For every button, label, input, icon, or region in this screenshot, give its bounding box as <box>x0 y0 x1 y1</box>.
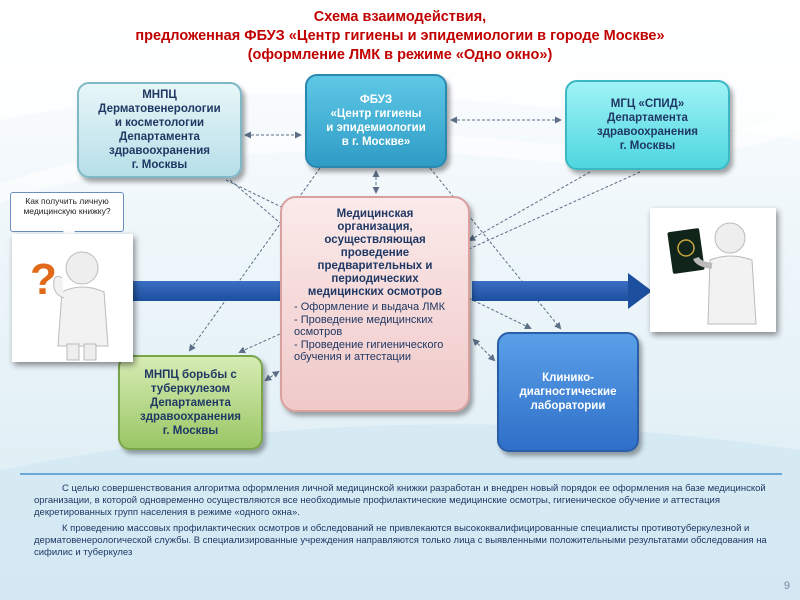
slide-title: Схема взаимодействия, предложенная ФБУЗ … <box>0 8 800 65</box>
person-with-book-image <box>650 208 776 332</box>
mgc-line: Департамента <box>607 112 688 124</box>
thinking-person-icon: ? <box>30 251 109 361</box>
mnpc-line: Департамента <box>119 131 200 143</box>
mnpc-line: здравоохранения <box>108 145 210 157</box>
svg-text:?: ? <box>30 255 57 304</box>
mgc-line: здравоохранения <box>596 126 698 138</box>
fbuz-line: в г. Москве» <box>341 136 411 148</box>
tb-line: г. Москвы <box>162 424 219 437</box>
title-line-2: предложенная ФБУЗ «Центр гигиены и эпиде… <box>135 28 665 44</box>
task-item: - Проведение медицинских осмотров <box>294 313 433 339</box>
box-fbuz: ФБУЗ «Центр гигиены и эпидемиологии в г.… <box>305 74 447 168</box>
med-title-line: Медицинская <box>336 208 414 220</box>
bottom-text-panel: С целью совершенствования алгоритма офор… <box>20 473 782 570</box>
person-question-image: ? <box>12 234 133 362</box>
person-book-icon <box>667 222 757 325</box>
tb-line: здравоохранения <box>139 410 241 423</box>
med-title-line: предварительных и <box>317 260 433 272</box>
med-title-line: периодических <box>331 273 419 285</box>
task-item: - Оформление и выдача ЛМК <box>294 301 445 313</box>
mgc-line: г. Москвы <box>619 140 676 152</box>
tb-line: туберкулезом <box>150 382 231 395</box>
title-line-3: (оформление ЛМК в режиме «Одно окно») <box>247 47 553 63</box>
paragraph-1: С целью совершенствования алгоритма офор… <box>34 483 766 518</box>
box-clinical-labs: Клинико- диагностические лаборатории <box>497 332 639 452</box>
flow-arrow-right-head <box>628 273 652 309</box>
tb-line: МНПЦ борьбы с <box>144 368 237 381</box>
fbuz-line: «Центр гигиены <box>330 108 422 120</box>
med-title-line: организация, <box>337 221 413 233</box>
medical-organization-title: Медицинская организация, осуществляющая … <box>282 208 468 299</box>
med-title-line: осуществляющая <box>324 234 426 246</box>
mnpc-line: Дерматовенерологии <box>98 103 221 115</box>
box-mnpc-dermatovenerology: МНПЦ Дерматовенерологии и косметологии Д… <box>77 82 242 178</box>
page-number: 9 <box>783 580 790 592</box>
title-line-1: Схема взаимодействия, <box>313 9 487 25</box>
fbuz-line: и эпидемиологии <box>326 122 426 134</box>
mnpc-line: г. Москвы <box>131 159 188 171</box>
med-title-line: медицинских осмотров <box>307 286 443 298</box>
fbuz-line: ФБУЗ <box>359 94 393 106</box>
question-bubble: Как получить личную медицинскую книжку? <box>10 192 124 240</box>
paragraph-2: К проведению массовых профилактических о… <box>34 523 767 558</box>
med-title-line: проведение <box>340 247 410 259</box>
mnpc-line: и косметологии <box>114 117 205 129</box>
tb-line: Департамента <box>150 396 231 409</box>
lab-line: лаборатории <box>530 400 606 412</box>
flow-arrow-right-shaft <box>472 281 632 301</box>
mnpc-line: МНПЦ <box>142 89 177 101</box>
task-item: - Проведение гигиенического обучения и а… <box>294 338 444 364</box>
box-mnpc-tuberculosis: МНПЦ борьбы с туберкулезом Департамента … <box>118 355 263 450</box>
medical-organization-tasks: - Оформление и выдача ЛМК - Проведение м… <box>282 301 468 364</box>
lab-line: Клинико- <box>542 372 594 384</box>
lab-line: диагностические <box>519 386 617 398</box>
mgc-line: МГЦ «СПИД» <box>610 98 685 110</box>
box-medical-organization: Медицинская организация, осуществляющая … <box>280 196 470 412</box>
box-mgc-aids: МГЦ «СПИД» Департамента здравоохранения … <box>565 80 730 170</box>
